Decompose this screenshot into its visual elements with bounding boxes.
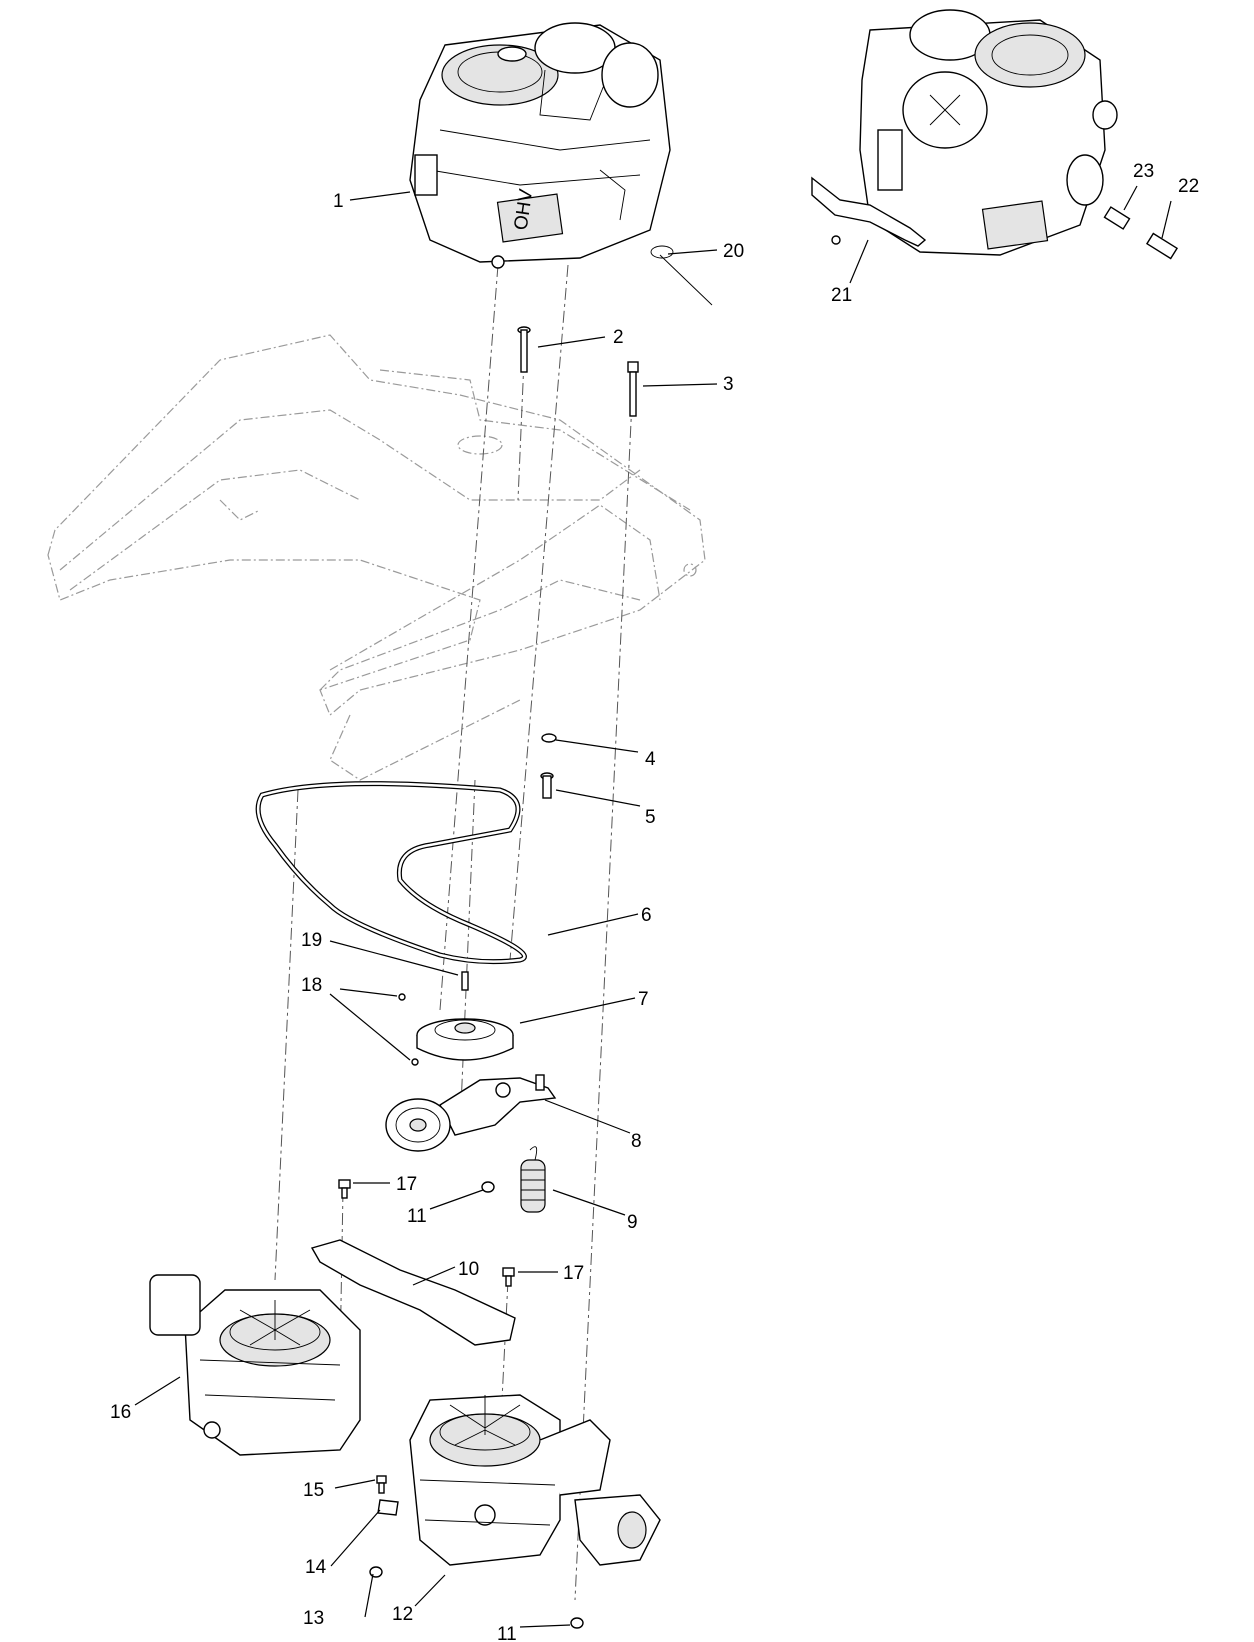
part-21-bracket <box>811 176 927 247</box>
callout-12: 12 <box>392 1604 413 1625</box>
part-11-nut-a <box>481 1181 495 1193</box>
leader-lines <box>134 185 1172 1628</box>
part-15-bolt <box>376 1475 387 1494</box>
part-16-transmission-left <box>149 1274 361 1456</box>
part-2-bolt <box>517 326 531 373</box>
part-20-dipstick <box>650 245 713 306</box>
part-10-plate <box>310 1239 516 1346</box>
engine-main: OHV <box>409 22 671 269</box>
callout-11-lower: 11 <box>497 1624 517 1642</box>
part-7-pulley <box>416 1018 514 1061</box>
part-18-set-screw-2 <box>411 1058 419 1066</box>
callout-8: 8 <box>631 1131 642 1152</box>
callout-11-upper: 11 <box>407 1206 427 1227</box>
callout-19: 19 <box>301 930 322 951</box>
callout-5: 5 <box>645 807 656 828</box>
callout-22: 22 <box>1178 176 1199 197</box>
callout-9: 9 <box>627 1212 638 1233</box>
part-5-spacer <box>540 772 554 799</box>
callout-20: 20 <box>723 241 744 262</box>
callout-6: 6 <box>641 905 652 926</box>
engine-rear-view <box>859 9 1118 256</box>
callout-13: 13 <box>303 1608 324 1629</box>
callout-23: 23 <box>1133 161 1154 182</box>
callout-1: 1 <box>333 191 344 212</box>
part-11-nut-b <box>570 1617 584 1629</box>
callout-18: 18 <box>301 975 322 996</box>
callout-2: 2 <box>613 327 624 348</box>
callout-21: 21 <box>831 285 852 306</box>
part-9-spring <box>520 1146 546 1213</box>
part-3-bolt <box>627 361 639 417</box>
part-17-bolt-a <box>338 1179 351 1199</box>
part-4-washer <box>541 733 557 743</box>
mower-frame-phantom <box>47 334 706 781</box>
part-18-set-screw <box>398 993 406 1001</box>
part-8-idler-arm <box>385 1074 557 1152</box>
callout-15: 15 <box>303 1480 324 1501</box>
callout-14: 14 <box>305 1557 327 1578</box>
part-19-key <box>461 971 469 991</box>
callout-10: 10 <box>458 1259 479 1280</box>
part-23-fitting <box>1103 206 1131 230</box>
callout-17-lower: 17 <box>563 1263 584 1284</box>
part-17-bolt-b <box>502 1267 515 1287</box>
part-13-nut <box>369 1566 383 1578</box>
callout-labels: 1 2 3 4 5 6 7 8 9 10 11 11 12 13 14 15 1… <box>110 161 1199 1642</box>
callout-7: 7 <box>638 989 649 1010</box>
part-21-screw <box>831 235 841 245</box>
callout-3: 3 <box>723 374 734 395</box>
part-22-sensor <box>1145 232 1179 260</box>
part-14-bracket <box>377 1499 399 1516</box>
callout-4: 4 <box>645 749 656 770</box>
callout-17-upper: 17 <box>396 1174 417 1195</box>
callout-16: 16 <box>110 1402 131 1423</box>
part-12-transmission-right <box>409 1394 661 1566</box>
